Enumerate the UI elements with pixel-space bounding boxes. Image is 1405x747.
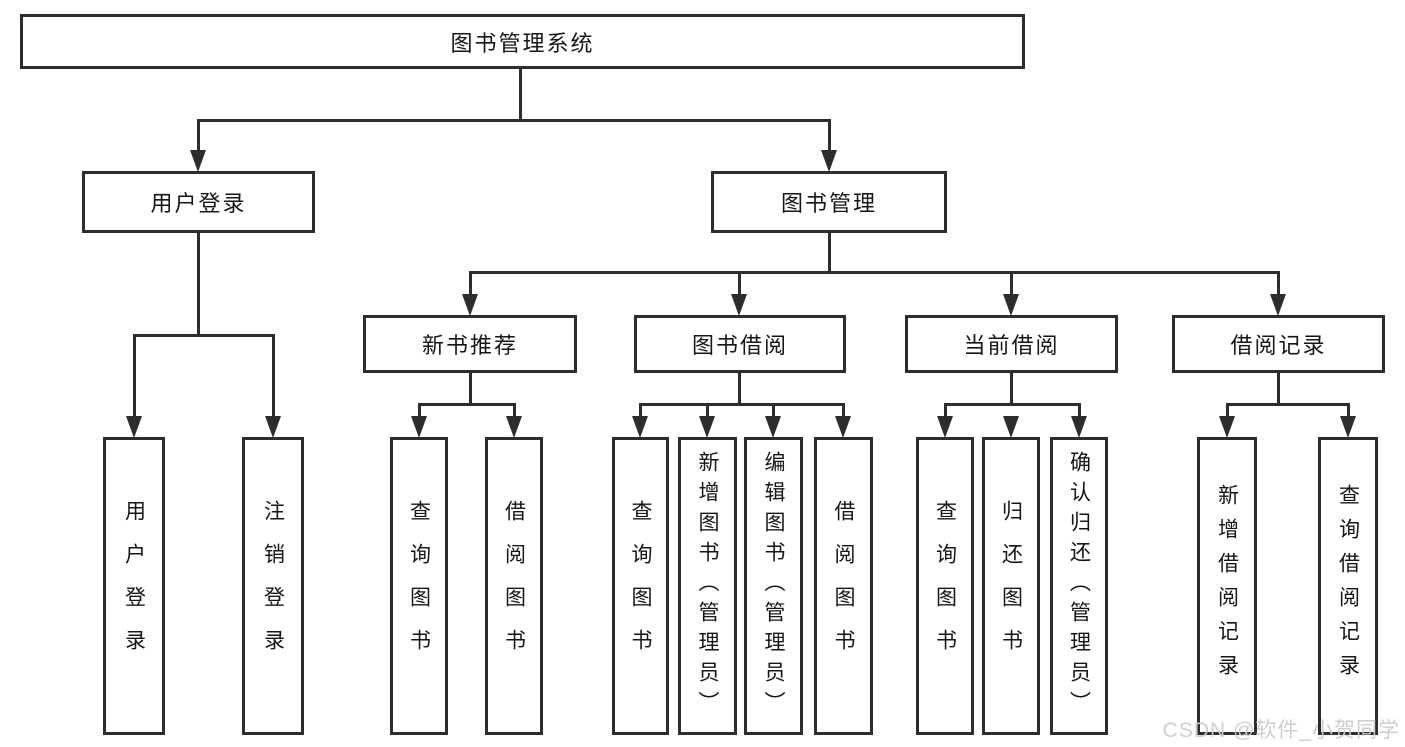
node-book-management: 图书管理 <box>711 171 947 233</box>
connector-line <box>638 403 642 418</box>
connector-line <box>705 403 709 418</box>
connector-line <box>518 69 522 121</box>
connector-line <box>827 233 831 274</box>
csdn-watermark: CSDN @软件_小贺同学 <box>1162 719 1400 742</box>
node-book-borrowing-label: 图书借阅 <box>691 333 788 358</box>
leaf-label: 新增借阅记录 <box>1215 484 1239 688</box>
arrow-down-icon <box>1003 416 1019 438</box>
connector-line <box>841 403 845 418</box>
node-leaf-confirm-return-admin: 确认归还（管理员） <box>1050 437 1108 735</box>
node-leaf-query-books-current: 查询图书 <box>916 437 974 735</box>
arrow-down-icon <box>765 416 781 438</box>
node-current-borrowing: 当前借阅 <box>905 315 1118 373</box>
node-root-label: 图书管理系统 <box>450 30 595 56</box>
arrow-down-icon <box>937 416 953 438</box>
leaf-label: 注销登录 <box>261 500 285 672</box>
connector-line <box>1276 271 1280 296</box>
connector-line <box>417 403 421 418</box>
arrow-down-icon <box>190 150 206 172</box>
node-user-login-label: 用户登录 <box>150 191 247 216</box>
arrow-down-icon <box>835 416 851 438</box>
node-leaf-query-borrow-record: 查询借阅记录 <box>1318 437 1378 735</box>
leaf-label: 查询图书 <box>933 500 957 672</box>
connector-line <box>468 373 472 406</box>
node-new-book-recommend-label: 新书推荐 <box>421 333 518 358</box>
arrow-down-icon <box>731 294 747 316</box>
node-book-management-label: 图书管理 <box>780 191 877 216</box>
connector-line <box>196 233 200 337</box>
node-book-borrowing: 图书借阅 <box>634 315 846 373</box>
connector-line <box>132 334 136 418</box>
leaf-label: 查询借阅记录 <box>1336 484 1360 688</box>
arrow-down-icon <box>411 416 427 438</box>
connector-line <box>827 119 831 152</box>
node-leaf-query-books-recommend: 查询图书 <box>390 437 448 735</box>
connector-line <box>1225 402 1350 406</box>
connector-line <box>943 403 947 418</box>
connector-line <box>638 402 845 406</box>
connector-line <box>737 373 741 406</box>
node-leaf-return-books: 归还图书 <box>982 437 1040 735</box>
node-borrowing-records-label: 借阅记录 <box>1230 333 1327 358</box>
node-root: 图书管理系统 <box>20 14 1025 69</box>
node-leaf-edit-books-admin: 编辑图书（管理员） <box>744 437 803 735</box>
arrow-down-icon <box>1270 294 1286 316</box>
arrow-down-icon <box>126 416 142 438</box>
node-leaf-borrow-books-recommend: 借阅图书 <box>485 437 543 735</box>
connector-line <box>132 333 275 337</box>
connector-line <box>417 402 516 406</box>
leaf-label: 借阅图书 <box>502 500 526 672</box>
connector-line <box>943 402 1081 406</box>
node-leaf-user-login: 用户登录 <box>103 437 165 735</box>
arrow-down-icon <box>1340 416 1356 438</box>
connector-line <box>1077 403 1081 418</box>
node-current-borrowing-label: 当前借阅 <box>963 333 1060 358</box>
leaf-label: 编辑图书（管理员） <box>762 451 785 721</box>
node-leaf-query-books-borrow: 查询图书 <box>612 437 669 735</box>
arrow-down-icon <box>699 416 715 438</box>
leaf-label: 查询图书 <box>407 500 431 672</box>
connector-line <box>196 118 831 122</box>
connector-line <box>771 403 775 418</box>
node-leaf-logout: 注销登录 <box>242 437 304 735</box>
arrow-down-icon <box>265 416 281 438</box>
node-leaf-add-books-admin: 新增图书（管理员） <box>678 437 737 735</box>
connector-line <box>1009 271 1013 296</box>
node-borrowing-records: 借阅记录 <box>1172 315 1385 373</box>
connector-line <box>196 119 200 152</box>
arrow-down-icon <box>462 294 478 316</box>
connector-line <box>468 270 1280 274</box>
leaf-label: 查询图书 <box>629 500 652 672</box>
arrow-down-icon <box>821 150 837 172</box>
leaf-label: 借阅图书 <box>832 500 855 672</box>
arrow-down-icon <box>1003 294 1019 316</box>
connector-line <box>512 403 516 418</box>
leaf-label: 确认归还（管理员） <box>1067 451 1091 721</box>
arrow-down-icon <box>632 416 648 438</box>
connector-line <box>1225 403 1229 418</box>
connector-line <box>1346 403 1350 418</box>
connector-line <box>271 334 275 418</box>
node-user-login: 用户登录 <box>82 171 315 233</box>
connector-line <box>1276 373 1280 406</box>
arrow-down-icon <box>1219 416 1235 438</box>
connector-line <box>1009 373 1013 406</box>
leaf-label: 用户登录 <box>122 500 146 672</box>
arrow-down-icon <box>1071 416 1087 438</box>
leaf-label: 归还图书 <box>999 500 1023 672</box>
node-leaf-add-borrow-record: 新增借阅记录 <box>1197 437 1257 735</box>
leaf-label: 新增图书（管理员） <box>696 451 719 721</box>
node-new-book-recommend: 新书推荐 <box>363 315 577 373</box>
arrow-down-icon <box>506 416 522 438</box>
connector-line <box>468 271 472 296</box>
connector-line <box>737 271 741 296</box>
node-leaf-borrow-books: 借阅图书 <box>814 437 873 735</box>
